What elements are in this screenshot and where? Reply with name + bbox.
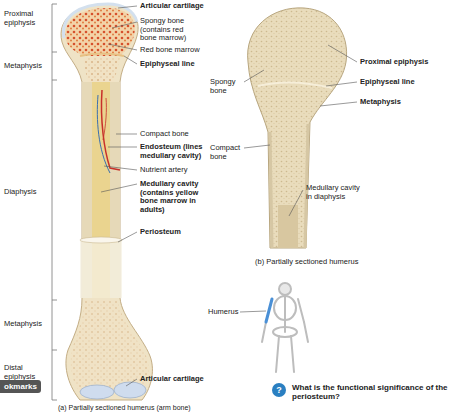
part-label: Nutrient artery: [140, 166, 206, 175]
region-label: Proximal epiphysis: [4, 10, 48, 27]
part-label: Red bone marrow: [140, 46, 210, 55]
part-label: Epiphyseal line: [140, 60, 210, 69]
part-label: Metaphysis: [360, 98, 465, 107]
humerus-section-a: [61, 4, 152, 400]
figure-caption: (a) Partially sectioned humerus (arm bon…: [58, 404, 258, 412]
part-label: Periosteum: [140, 228, 206, 237]
region-label: Distal epiphysis: [4, 364, 44, 381]
skeleton-figure: [262, 283, 308, 372]
figure-caption: (b) Partially sectioned humerus: [255, 258, 405, 267]
part-label: Spongy bone (contains red bone marrow): [140, 17, 196, 43]
part-label: Compact bone: [140, 130, 206, 139]
part-label: Proximal epiphysis: [360, 58, 465, 67]
region-label: Diaphysis: [4, 188, 50, 197]
part-label: Spongy bone: [210, 78, 242, 95]
part-label: Articular cartilage: [140, 375, 220, 384]
bookmark-tab: okmarks: [0, 380, 41, 393]
part-label: Medullary cavity (contains yellow bone m…: [140, 180, 204, 215]
part-label: Humerus: [208, 308, 240, 317]
question-icon: ?: [272, 383, 286, 397]
region-bracket: [52, 4, 57, 400]
part-label: Endosteum (lines medullary cavity): [140, 143, 206, 160]
part-label: Articular cartilage: [140, 2, 220, 11]
icon-text: ?: [276, 385, 282, 395]
tab-text: okmarks: [4, 382, 37, 391]
part-label: Compact bone: [210, 144, 242, 161]
region-label: Metaphysis: [4, 62, 50, 71]
part-label: Medullary cavity in diaphysis: [306, 184, 366, 201]
question-text: What is the functional significance of t…: [292, 383, 470, 401]
region-label: Metaphysis: [4, 320, 50, 329]
humerus-section-b: [248, 8, 347, 248]
part-label: Epiphyseal line: [360, 78, 465, 87]
